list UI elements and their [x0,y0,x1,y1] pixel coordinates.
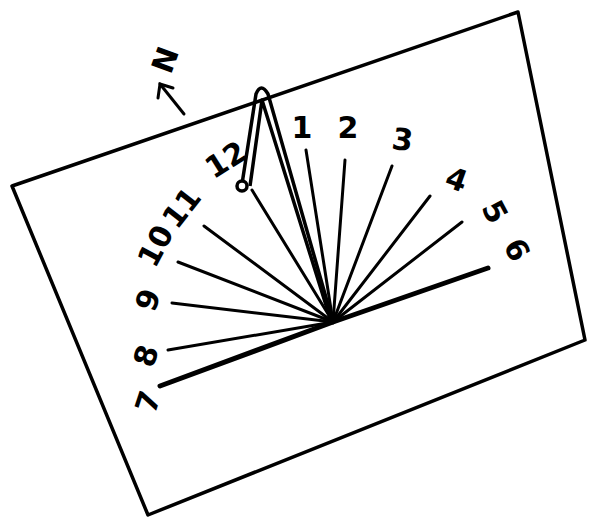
dial-plate [12,12,585,515]
north-arrow [158,84,184,114]
gnomon [237,88,333,322]
north-label: N [148,43,185,77]
hour-lines [160,150,488,386]
hour-number: 2 [338,113,359,143]
hour-number: 3 [390,124,415,157]
hour-number: 1 [292,113,313,143]
